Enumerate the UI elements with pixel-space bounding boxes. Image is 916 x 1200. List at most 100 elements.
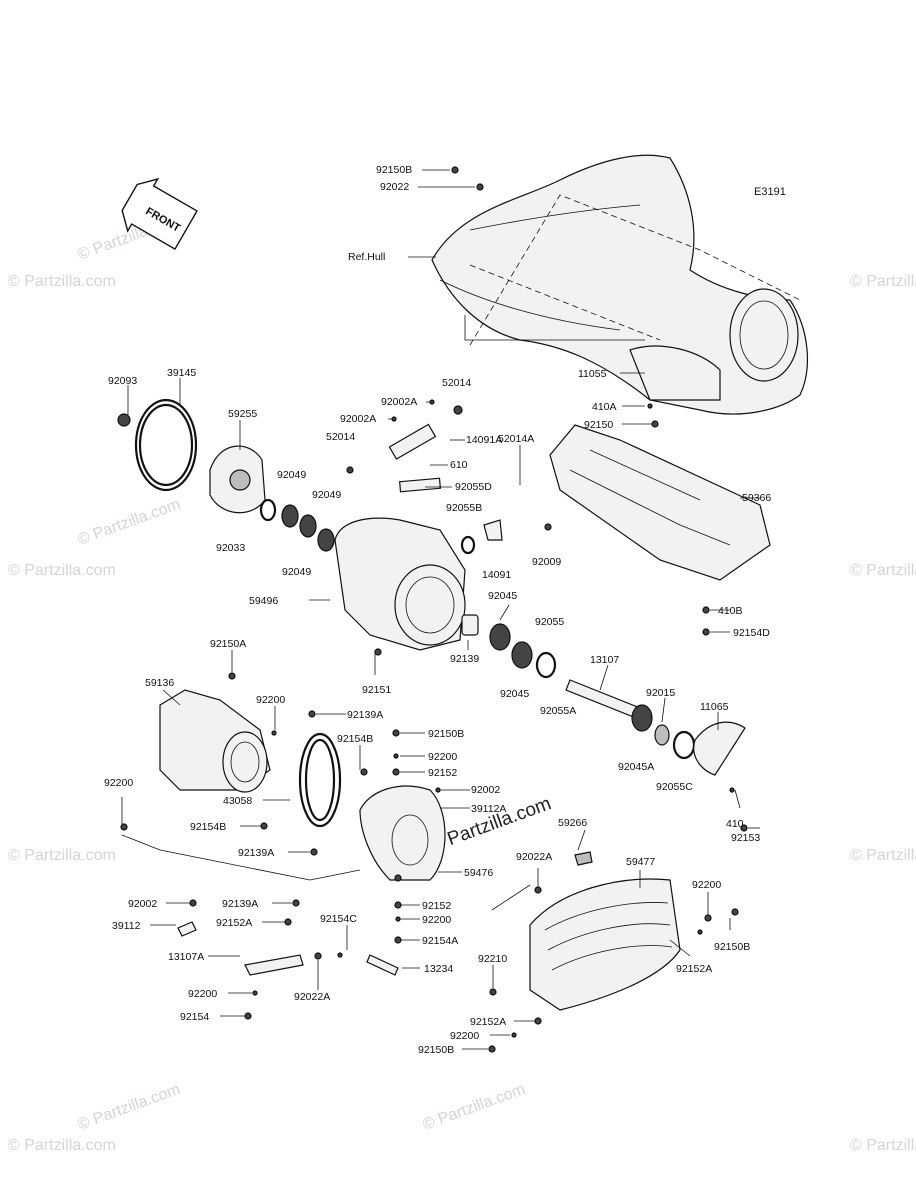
part-label[interactable]: 92150B [428, 728, 464, 740]
watermark-text: © Partzilla.com [850, 562, 916, 579]
part-label[interactable]: 92200 [428, 751, 457, 763]
watermark-text: © Partzilla.com [850, 1137, 916, 1154]
part-label[interactable]: 410B [718, 605, 743, 617]
part-label[interactable]: 92002 [471, 784, 500, 796]
part-label[interactable]: 92154B [337, 733, 373, 745]
part-label[interactable]: 92154B [190, 821, 226, 833]
part-label[interactable]: 92150B [376, 164, 412, 176]
part-label[interactable]: 52014 [442, 377, 471, 389]
part-label[interactable]: 92055 [535, 616, 564, 628]
part-label[interactable]: 92154D [733, 627, 770, 639]
part-label[interactable]: 92210 [478, 953, 507, 965]
part-label[interactable]: 92049 [282, 566, 311, 578]
part-label[interactable]: 59496 [249, 595, 278, 607]
part-labels: 92150B 92022 11055 410A 92150 92093 3914… [104, 164, 771, 1056]
part-label[interactable]: 92009 [532, 556, 561, 568]
part-label[interactable]: 92093 [108, 375, 137, 387]
part-label[interactable]: 92139 [450, 653, 479, 665]
part-label[interactable]: 13234 [424, 963, 453, 975]
part-label[interactable]: 92154C [320, 913, 357, 925]
watermark-text: © Partzilla.com [8, 1137, 116, 1154]
part-label[interactable]: 92152 [428, 767, 457, 779]
part-label[interactable]: 92200 [104, 777, 133, 789]
part-label[interactable]: 92154 [180, 1011, 209, 1023]
part-label[interactable]: 92055A [540, 705, 576, 717]
part-label[interactable]: 14091 [482, 569, 511, 581]
ref-hull-label: Ref.Hull [348, 251, 385, 263]
hull-drawing [431, 154, 808, 415]
watermark-text: © Partzilla.com [8, 562, 116, 579]
part-label[interactable]: 39145 [167, 367, 196, 379]
part-label[interactable]: 92002A [381, 396, 417, 408]
part-label[interactable]: 610 [450, 459, 468, 471]
part-label[interactable]: 92049 [277, 469, 306, 481]
part-label[interactable]: 92152A [216, 917, 252, 929]
part-label[interactable]: 59366 [742, 492, 771, 504]
front-arrow-icon: FRONT [121, 177, 198, 251]
part-label[interactable]: 92152 [422, 900, 451, 912]
diagram-code: E3191 [754, 186, 786, 198]
part-label[interactable]: 59477 [626, 856, 655, 868]
part-label[interactable]: 59266 [558, 817, 587, 829]
part-label[interactable]: 92150A [210, 638, 246, 650]
part-label[interactable]: 52014A [498, 433, 534, 445]
watermark-text: © Partzilla.com [76, 1081, 183, 1134]
part-label[interactable]: 92022 [380, 181, 409, 193]
watermark-text: © Partzilla.com [8, 847, 116, 864]
watermark-text: © Partzilla.com [76, 496, 183, 549]
part-label[interactable]: 52014 [326, 431, 355, 443]
part-label[interactable]: 92139A [347, 709, 383, 721]
watermark-text: © Partzilla.com [850, 273, 916, 290]
part-label[interactable]: 92055D [455, 481, 492, 493]
part-label[interactable]: 92055B [446, 502, 482, 514]
part-label[interactable]: 92200 [450, 1030, 479, 1042]
part-label[interactable]: 410A [592, 401, 617, 413]
part-label[interactable]: 92055C [656, 781, 693, 793]
part-label[interactable]: 92015 [646, 687, 675, 699]
part-label[interactable]: 92045 [500, 688, 529, 700]
part-label[interactable]: 92002A [340, 413, 376, 425]
part-label[interactable]: 92154A [422, 935, 458, 947]
part-label[interactable]: 92022A [516, 851, 552, 863]
part-label[interactable]: 92151 [362, 684, 391, 696]
part-label[interactable]: 14091A [466, 434, 502, 446]
part-label[interactable]: 92049 [312, 489, 341, 501]
part-label[interactable]: 59255 [228, 408, 257, 420]
jet-pump-drawing [117, 398, 746, 776]
part-label[interactable]: 92139A [238, 847, 274, 859]
part-label[interactable]: 92022A [294, 991, 330, 1003]
part-label[interactable]: 92200 [188, 988, 217, 1000]
part-label[interactable]: 92152A [470, 1016, 506, 1028]
part-label[interactable]: 43058 [223, 795, 252, 807]
watermark-text: © Partzilla.com [8, 273, 116, 290]
watermark-text: © Partzilla.com [421, 1081, 528, 1134]
hardware-glyphs [120, 166, 748, 1053]
part-label[interactable]: 92150B [418, 1044, 454, 1056]
part-label[interactable]: 92200 [692, 879, 721, 891]
part-label[interactable]: 410 [726, 818, 744, 830]
part-label[interactable]: 92152A [676, 963, 712, 975]
part-label[interactable]: 39112A [471, 803, 506, 815]
part-label[interactable]: 59476 [464, 867, 493, 879]
part-label[interactable]: 92150B [714, 941, 750, 953]
part-label[interactable]: 92033 [216, 542, 245, 554]
part-label[interactable]: 92200 [422, 914, 451, 926]
part-label[interactable]: 92139A [222, 898, 258, 910]
part-label[interactable]: 92045A [618, 761, 654, 773]
part-label[interactable]: 92002 [128, 898, 157, 910]
part-label[interactable]: 11055 [578, 368, 607, 380]
part-label[interactable]: 13107A [168, 951, 204, 963]
part-label[interactable]: 39112 [112, 920, 141, 932]
part-label[interactable]: 92153 [731, 832, 760, 844]
part-label[interactable]: 92150 [584, 419, 613, 431]
reverse-bucket-drawing [529, 851, 681, 1011]
watermark-text: © Partzilla.com [850, 847, 916, 864]
nozzle-drawing [159, 689, 446, 976]
ride-plate-drawing [549, 424, 771, 581]
part-label[interactable]: 92045 [488, 590, 517, 602]
part-label[interactable]: 92200 [256, 694, 285, 706]
leader-lines [121, 169, 760, 1050]
part-label[interactable]: 59136 [145, 677, 174, 689]
part-label[interactable]: 13107 [590, 654, 619, 666]
part-label[interactable]: 11065 [700, 701, 729, 713]
